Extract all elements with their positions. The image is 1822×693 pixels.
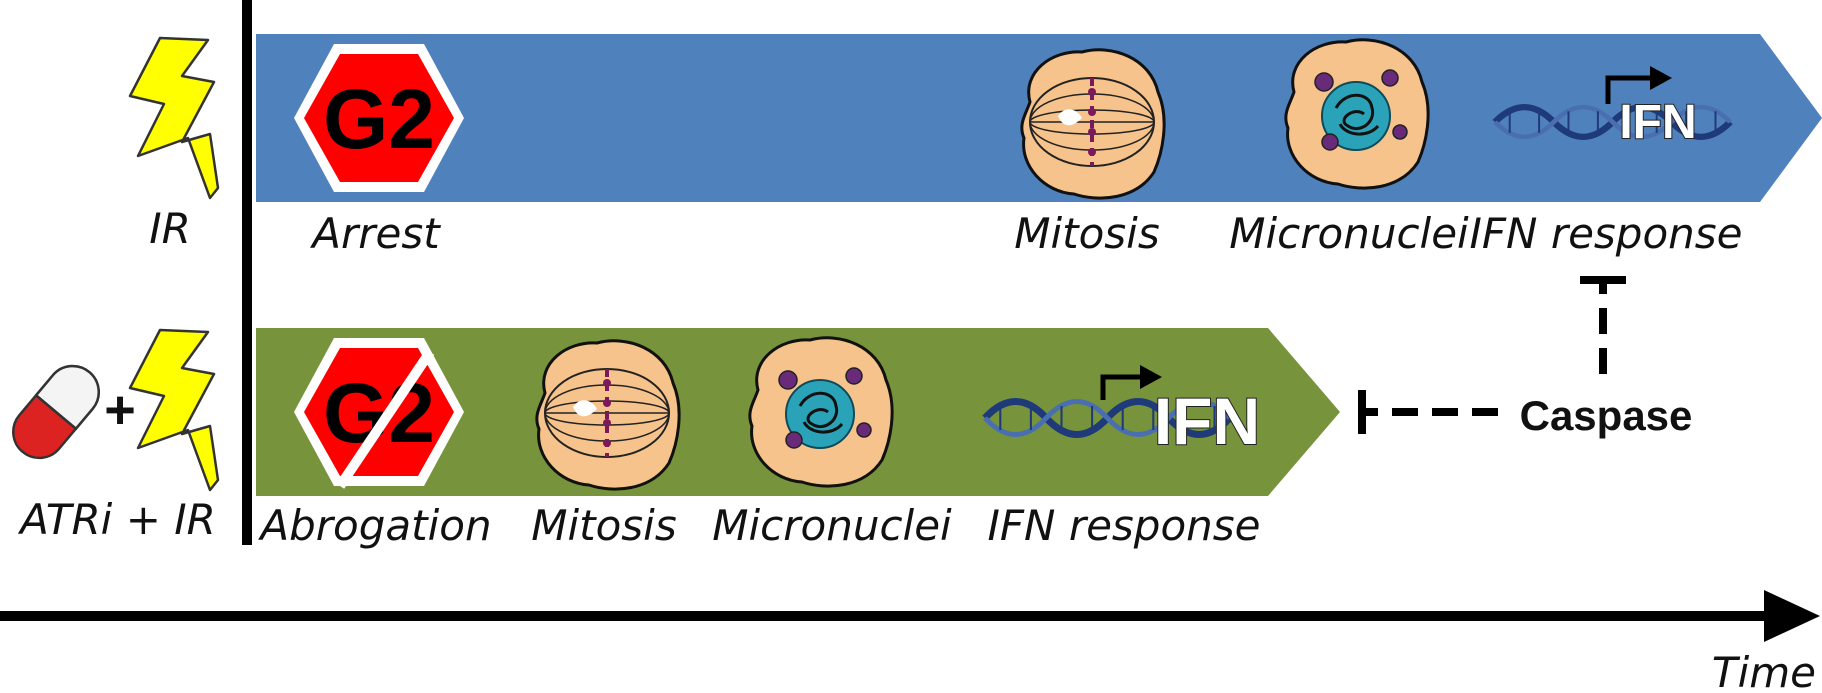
mitosis-cell-icon <box>1020 48 1166 200</box>
transcription-arrow-icon-bottom <box>1100 365 1162 400</box>
caspase-inhibits-top-icon <box>1580 276 1626 374</box>
ifn-gene-label: IFN <box>1619 96 1696 149</box>
atri-ir-bolt-icon <box>128 328 220 492</box>
caspase-inhibits-bottom-icon <box>1358 390 1498 434</box>
transcription-arrow-icon <box>1605 66 1672 104</box>
g2-label: G2 <box>323 72 435 166</box>
g2-label-abrogated: G2 <box>323 366 435 460</box>
micronuclei-cell-icon <box>1284 38 1430 190</box>
time-axis-label: Time <box>1712 648 1816 693</box>
divider-line <box>242 0 252 545</box>
stage-micronuclei: Micronuclei <box>1229 209 1469 258</box>
caspase-label: Caspase <box>1520 392 1693 439</box>
g2-stop-icon: G2 <box>294 44 464 192</box>
mitosis-cell-icon-bottom <box>535 339 681 491</box>
stage-abrogation: Abrogation <box>257 501 491 550</box>
time-axis-arrow <box>0 590 1820 642</box>
ir-label: IR <box>149 204 191 253</box>
stage-ifn-response: IFN response <box>1470 209 1743 258</box>
atri-ir-label: ATRi + IR <box>17 495 216 544</box>
stage-arrest: Arrest <box>309 209 441 258</box>
plus-sign: + <box>104 380 136 440</box>
g2-abrogated-stop-icon: G2 <box>294 338 464 489</box>
ifn-gene-label-bottom: IFN <box>1154 384 1260 458</box>
ir-bolt-icon <box>128 36 220 200</box>
stage-ifn-response-bottom: IFN response <box>988 501 1261 550</box>
micronuclei-cell-icon-bottom <box>748 336 894 488</box>
stage-micronuclei-bottom: Micronuclei <box>712 501 952 550</box>
stage-mitosis: Mitosis <box>1014 209 1160 258</box>
atri-pill-icon <box>12 364 100 460</box>
stage-mitosis-bottom: Mitosis <box>531 501 677 550</box>
